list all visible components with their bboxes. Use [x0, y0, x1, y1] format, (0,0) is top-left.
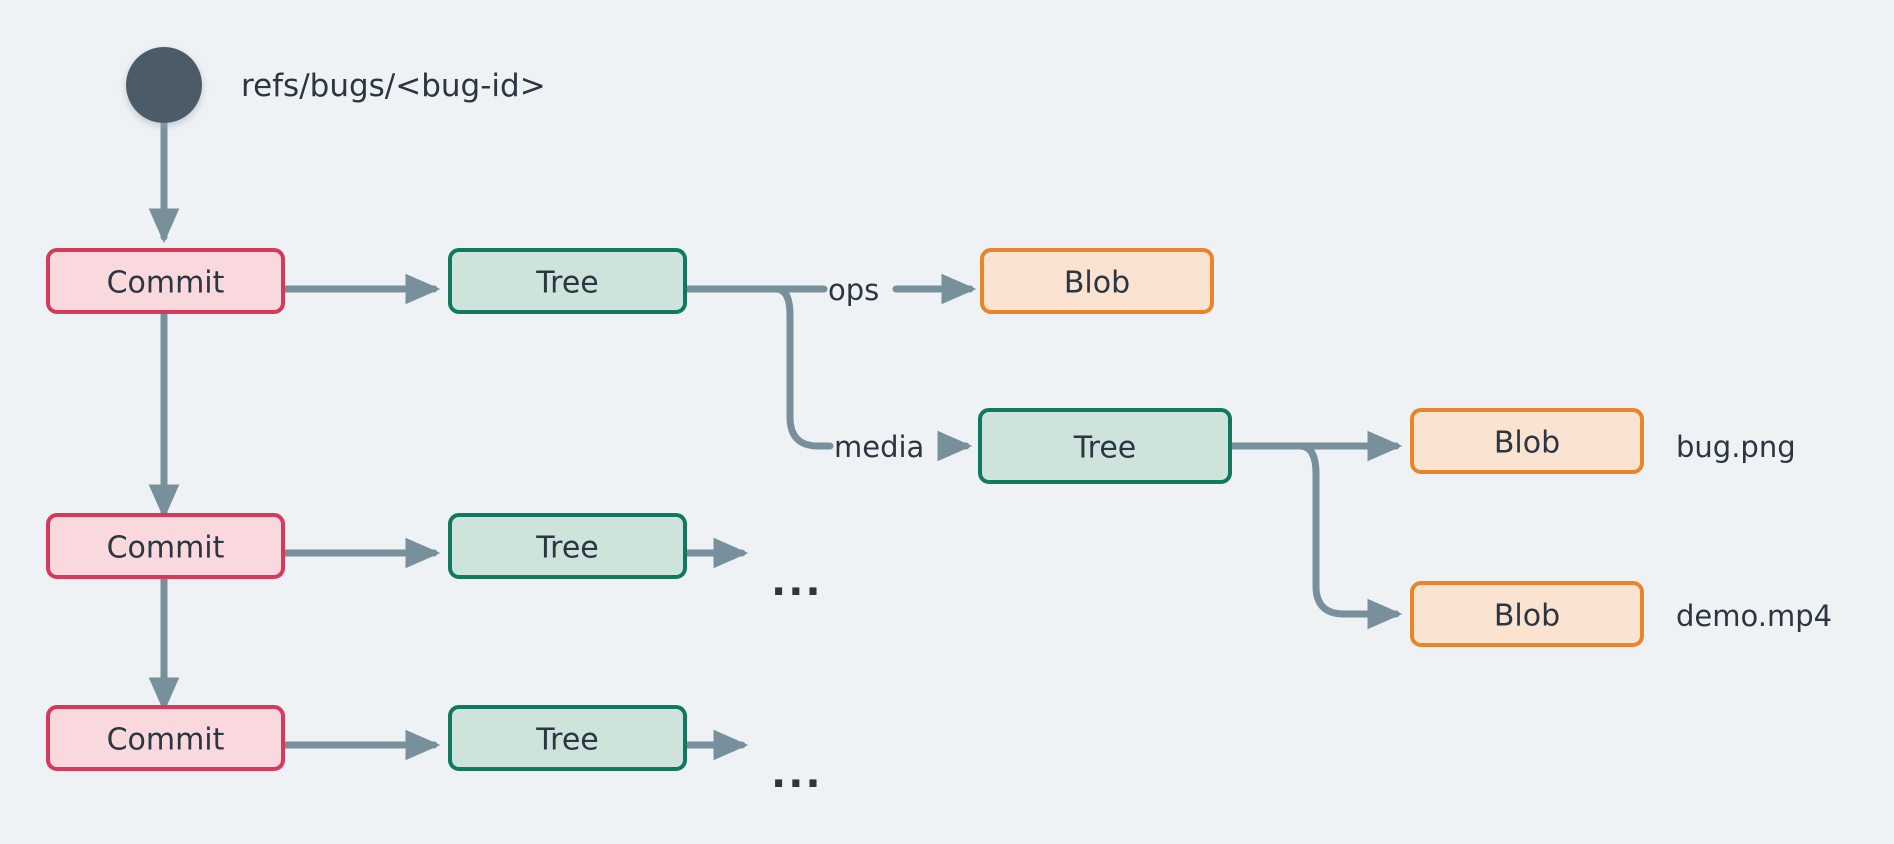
node-tree-root-3[interactable]: Tree	[448, 705, 687, 771]
tree-root-2-box[interactable]	[448, 513, 687, 579]
commit-1-box[interactable]	[46, 248, 285, 314]
tree-media-box[interactable]	[978, 408, 1232, 484]
blob-ops-box[interactable]	[980, 248, 1214, 314]
blob-ops-label: Blob	[1064, 266, 1130, 301]
edge-label-media: media	[834, 430, 924, 464]
commit-2-label: Commit	[107, 531, 225, 566]
ellipsis-row-3: ...	[771, 751, 823, 797]
edge-label-ops: ops	[828, 273, 879, 307]
edge-tree-media-to-blob-demo-mp4	[1296, 442, 1403, 630]
tree-media-label: Tree	[1073, 431, 1137, 466]
commit-1-label: Commit	[107, 266, 225, 301]
node-commit-3[interactable]: Commit	[46, 705, 285, 771]
node-blob-ops[interactable]: Blob	[980, 248, 1214, 314]
tree-root-3-label: Tree	[535, 723, 599, 758]
node-blob-bug-png[interactable]: Blob	[1410, 408, 1644, 474]
node-commit-1[interactable]: Commit	[46, 248, 285, 314]
commit-3-box[interactable]	[46, 705, 285, 771]
file-label-demo-mp4: demo.mp4	[1676, 599, 1832, 633]
blob-demo-mp4-box[interactable]	[1410, 581, 1644, 647]
commit-3-label: Commit	[107, 723, 225, 758]
node-commit-2[interactable]: Commit	[46, 513, 285, 579]
node-tree-media[interactable]: Tree	[978, 408, 1232, 484]
blob-demo-mp4-label: Blob	[1494, 599, 1560, 634]
blob-bug-png-label: Blob	[1494, 426, 1560, 461]
tree-root-1-label: Tree	[535, 266, 599, 301]
node-tree-root-1[interactable]: Tree	[448, 248, 687, 314]
tree-root-1-box[interactable]	[448, 248, 687, 314]
node-blob-demo-mp4[interactable]: Blob	[1410, 581, 1644, 647]
file-label-bug-png: bug.png	[1676, 430, 1796, 464]
tree-root-3-box[interactable]	[448, 705, 687, 771]
edges-layer	[148, 113, 1403, 761]
node-tree-root-2[interactable]: Tree	[448, 513, 687, 579]
tree-root-2-label: Tree	[535, 531, 599, 566]
ellipsis-row-2: ...	[771, 559, 823, 605]
ref-label: refs/bugs/<bug-id>	[241, 68, 546, 104]
blob-bug-png-box[interactable]	[1410, 408, 1644, 474]
commit-2-box[interactable]	[46, 513, 285, 579]
edge-tree-1-to-media-label	[772, 285, 834, 450]
ref-dot[interactable]	[126, 47, 202, 123]
